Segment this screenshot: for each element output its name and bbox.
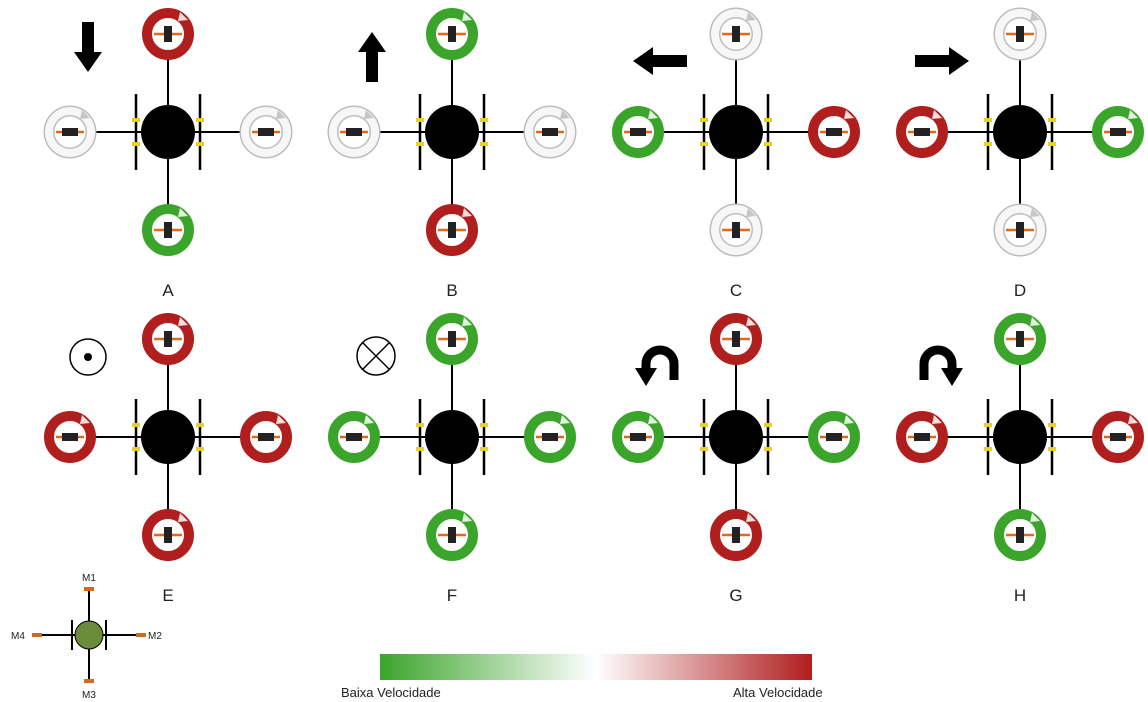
key-motor-bottom <box>84 679 94 683</box>
motor-right <box>240 411 292 463</box>
motor-bottom <box>710 509 762 561</box>
motor-left <box>896 411 948 463</box>
panel-label: D <box>1014 281 1026 300</box>
motor-right <box>239 105 293 159</box>
hub <box>425 410 479 464</box>
key-motor-left <box>32 633 42 637</box>
motor-left <box>327 105 381 159</box>
panel-c: C <box>612 7 860 300</box>
panels-layer: A B C D E F G H <box>43 7 1144 605</box>
hub <box>425 105 479 159</box>
motor-top <box>710 313 762 365</box>
rotate-clockwise-icon <box>919 345 963 386</box>
hub <box>993 410 1047 464</box>
speed-gradient-bar <box>380 654 812 680</box>
panel-label: E <box>162 586 173 605</box>
panel-f: F <box>328 313 576 605</box>
key-label-m4: M4 <box>11 631 25 642</box>
hub <box>709 410 763 464</box>
motor-left <box>612 106 664 158</box>
panel-e: E <box>44 313 292 605</box>
arrow-up-icon <box>358 32 386 82</box>
panel-label: G <box>729 586 742 605</box>
motor-left <box>44 411 96 463</box>
hub <box>993 105 1047 159</box>
motor-bottom <box>709 203 763 257</box>
legend-high-label: Alta Velocidade <box>733 685 823 700</box>
key-motor-top <box>84 587 94 591</box>
speed-legend: Baixa Velocidade Alta Velocidade <box>341 654 823 700</box>
motor-bottom <box>142 509 194 561</box>
motor-right <box>808 106 860 158</box>
panel-label: H <box>1014 586 1026 605</box>
motor-left <box>328 411 380 463</box>
panel-b: B <box>327 8 577 300</box>
key-label-m3: M3 <box>82 690 96 701</box>
motor-right <box>523 105 577 159</box>
motor-top <box>709 7 763 61</box>
motor-bottom <box>426 204 478 256</box>
rotate-counterclockwise-icon <box>635 345 679 386</box>
key-motor-right <box>136 633 146 637</box>
dot-in-circle-icon <box>69 338 107 376</box>
motor-top <box>426 8 478 60</box>
panel-label: F <box>447 586 457 605</box>
hub <box>709 105 763 159</box>
panel-h: H <box>896 313 1144 605</box>
panel-label: B <box>446 281 457 300</box>
panel-label: A <box>162 281 174 300</box>
arrow-down-icon <box>74 22 102 72</box>
key-label-m2: M2 <box>148 631 162 642</box>
motor-top <box>142 313 194 365</box>
motor-top <box>142 8 194 60</box>
panel-d: D <box>896 7 1144 300</box>
motor-left <box>896 106 948 158</box>
motor-right <box>1092 106 1144 158</box>
panel-g: G <box>612 313 860 605</box>
motor-left <box>43 105 97 159</box>
panel-a: A <box>43 8 293 300</box>
motor-key: M1 M2 M3 M4 <box>11 573 162 701</box>
arrow-right-icon <box>915 47 969 75</box>
hub <box>141 410 195 464</box>
hub <box>141 105 195 159</box>
motor-right <box>524 411 576 463</box>
motor-top <box>426 313 478 365</box>
key-hub <box>74 620 104 650</box>
cross-in-circle-icon <box>356 336 396 376</box>
motor-top <box>994 313 1046 365</box>
motor-bottom <box>142 204 194 256</box>
key-label-m1: M1 <box>82 573 96 584</box>
motor-top <box>993 7 1047 61</box>
legend-low-label: Baixa Velocidade <box>341 685 441 700</box>
panel-label: C <box>730 281 742 300</box>
motor-right <box>808 411 860 463</box>
motor-bottom <box>994 509 1046 561</box>
motor-left <box>612 411 664 463</box>
motor-right <box>1092 411 1144 463</box>
motor-bottom <box>993 203 1047 257</box>
motor-bottom <box>426 509 478 561</box>
arrow-left-icon <box>633 47 687 75</box>
